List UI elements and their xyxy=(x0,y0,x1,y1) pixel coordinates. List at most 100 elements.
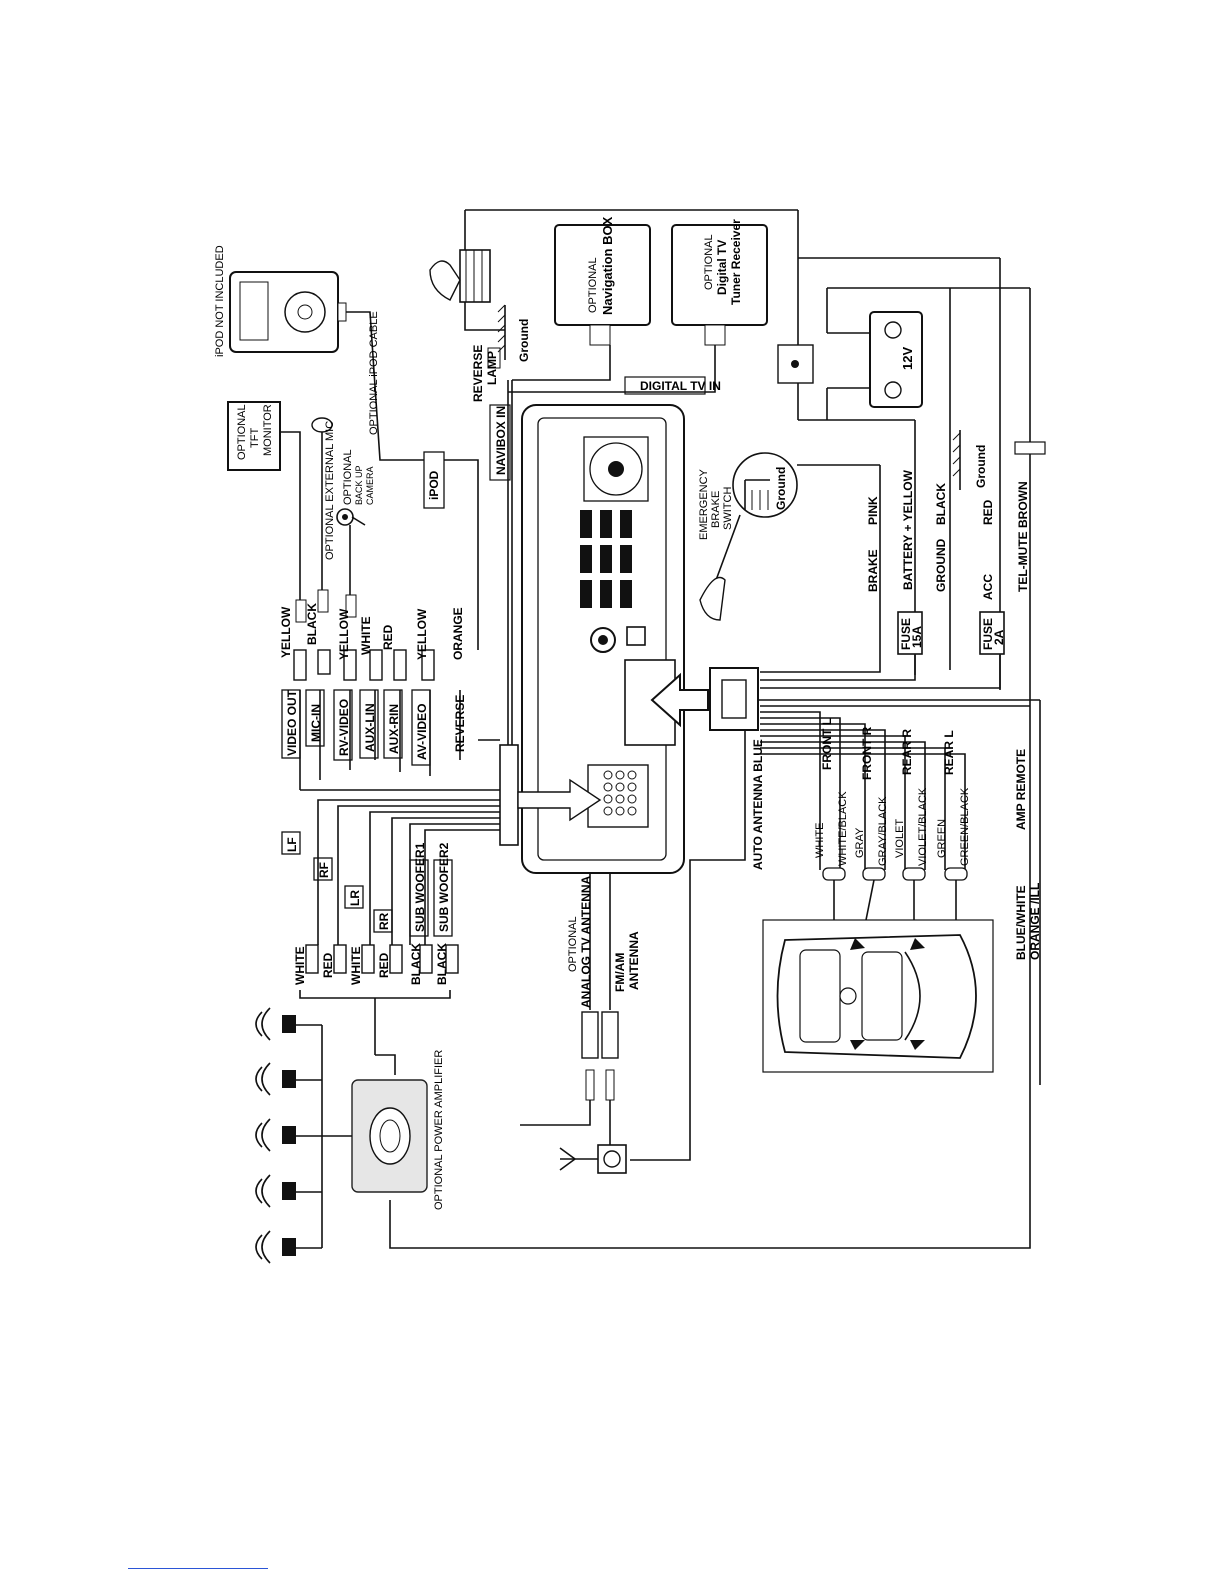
tv-tuner-label-1: OPTIONAL xyxy=(703,234,715,290)
ebrake-label-3: SWITCH xyxy=(722,487,734,530)
car-top-view xyxy=(762,919,994,1073)
av-color-black: BLACK xyxy=(305,603,319,645)
port-reverse: REVERSE xyxy=(453,695,467,752)
speaker-front-l: FRONT L xyxy=(820,718,834,770)
speaker-rear-r: REAR R xyxy=(900,729,914,775)
wire-battery-label: BATTERY + YELLOW xyxy=(901,469,915,590)
av-rca-plugs xyxy=(293,589,435,681)
port-av-video: AV-VIDEO xyxy=(415,704,429,760)
phone-icon xyxy=(1014,441,1046,455)
av-color-white: WHITE xyxy=(359,616,373,655)
wire-white: WHITE xyxy=(814,823,826,858)
ignition-switch-icon xyxy=(777,344,814,384)
tft-label-1: OPTIONAL xyxy=(236,404,248,460)
wire-black-label: BLACK xyxy=(934,483,948,525)
footer-link-line xyxy=(128,1568,268,1569)
port-video-out: VIDEO OUT xyxy=(285,689,299,756)
ground-symbol-top xyxy=(497,304,506,360)
wire-brake-label: BRAKE xyxy=(866,549,880,592)
navigation-box xyxy=(554,224,651,346)
wire-telmute-label: TEL-MUTE BROWN xyxy=(1016,481,1030,592)
antenna-tv-label-2: ANALOG TV ANTENNA xyxy=(579,875,593,1008)
antenna-tv-label-1: OPTIONAL xyxy=(567,916,579,972)
rca-sub2: SUB WOOFER2 xyxy=(437,842,451,932)
wire-white-black: WHITE/BLACK xyxy=(837,791,849,866)
wire-green-black: GREEN/BLACK xyxy=(959,787,971,866)
mic-icon xyxy=(311,417,333,590)
digital-tv-in-label: DIGITAL TV IN xyxy=(640,379,721,393)
speaker-icon xyxy=(255,1118,322,1152)
av-color-orange: ORANGE xyxy=(451,607,465,660)
rca-lf: LF xyxy=(285,837,299,852)
ebrake-label-1: EMERGENCY xyxy=(698,468,710,540)
harness-connector xyxy=(650,667,759,731)
av-color-yellow-2: YELLOW xyxy=(337,608,351,660)
port-aux-lin: AUX-LIN xyxy=(363,703,377,752)
tv-tuner-label-3: Tuner Receiver xyxy=(729,219,743,305)
wire-violet-black: VIOLET/BLACK xyxy=(917,787,929,866)
fuse2-label-1: FUSE xyxy=(981,618,995,650)
speaker-icons xyxy=(255,1007,323,1264)
antenna-fm-label-1: FM/AM xyxy=(613,953,627,992)
speaker-icon xyxy=(255,1007,322,1041)
ipod-note-label: iPOD NOT INCLUDED xyxy=(214,245,226,357)
wire-acc-label: ACC xyxy=(981,574,995,600)
mic-label: OPTIONAL EXTERNAL MIC xyxy=(324,421,336,560)
head-unit xyxy=(499,404,685,874)
battery-label: 12V xyxy=(900,347,915,370)
blue-white-label: BLUE/WHITE xyxy=(1014,885,1028,960)
amplifier-label: OPTIONAL POWER AMPLIFIER xyxy=(433,1050,445,1210)
fuse15-label-2: 15A xyxy=(910,626,924,648)
reverse-lamp-label-2: LAMP xyxy=(485,351,499,385)
auto-antenna-label: AUTO ANTENNA BLUE xyxy=(751,739,765,870)
rca-lr: LR xyxy=(348,890,362,906)
reverse-lamp-icon xyxy=(429,249,501,369)
nav-box-label-1: OPTIONAL xyxy=(587,257,599,313)
rca-color-white-2: WHITE xyxy=(349,946,363,985)
wire-green: GREEN xyxy=(936,819,948,858)
orange-ill-label: ORANGE /ILL xyxy=(1028,883,1042,960)
port-mic-in: MIC-IN xyxy=(309,704,323,742)
wire-gray: GRAY xyxy=(854,827,866,858)
rca-color-red-2: RED xyxy=(377,952,391,978)
wire-pink-label: PINK xyxy=(866,496,880,525)
port-aux-rin: AUX-RIN xyxy=(387,704,401,754)
amp-remote-label: AMP REMOTE xyxy=(1014,749,1028,830)
wire-violet: VIOLET xyxy=(894,819,906,858)
brake-ground-label: Ground xyxy=(774,467,788,510)
rca-rf: RF xyxy=(317,862,331,878)
av-color-yellow-1: YELLOW xyxy=(279,606,293,658)
tft-label-2: TFT xyxy=(249,428,261,448)
camera-label-3: CAMERA xyxy=(365,466,375,505)
port-rv-video: RV-VIDEO xyxy=(337,699,351,756)
rca-color-white-1: WHITE xyxy=(293,946,307,985)
fuse15-label-1: FUSE xyxy=(899,618,913,650)
tv-tuner-label-2: Digital TV xyxy=(715,240,729,295)
power-amplifier xyxy=(322,1079,428,1193)
camera-icon xyxy=(336,508,366,595)
emergency-brake-switch xyxy=(699,452,880,621)
antenna-fm-label-2: ANTENNA xyxy=(627,931,641,990)
ground-label-right: Ground xyxy=(974,445,988,488)
battery-12v xyxy=(827,311,923,408)
rca-output-boxes xyxy=(281,831,453,937)
ipod-port-label: iPOD xyxy=(427,470,441,500)
fuse2-label-2: 2A xyxy=(992,629,1006,645)
tft-monitor xyxy=(227,401,281,471)
rca-color-black-2: BLACK xyxy=(435,943,449,985)
av-port-boxes xyxy=(281,689,431,766)
wire-ground-label: GROUND xyxy=(934,538,948,592)
main-wires xyxy=(280,209,1041,1249)
speaker-icon xyxy=(255,1174,322,1208)
speaker-rear-l: REAR L xyxy=(942,730,956,775)
tft-label-3: MONITOR xyxy=(262,404,274,456)
av-color-red: RED xyxy=(381,624,395,650)
ipod-cable-label: OPTIONAL iPOD CABLE xyxy=(368,311,380,435)
rca-sub1: SUB WOOFER1 xyxy=(413,842,427,932)
rca-rr: RR xyxy=(377,912,391,930)
camera-label-2: BACK UP xyxy=(354,465,364,505)
antenna-plugs xyxy=(520,1011,627,1174)
reverse-lamp-label-1: REVERSE xyxy=(471,345,485,402)
speaker-icon xyxy=(255,1230,322,1264)
